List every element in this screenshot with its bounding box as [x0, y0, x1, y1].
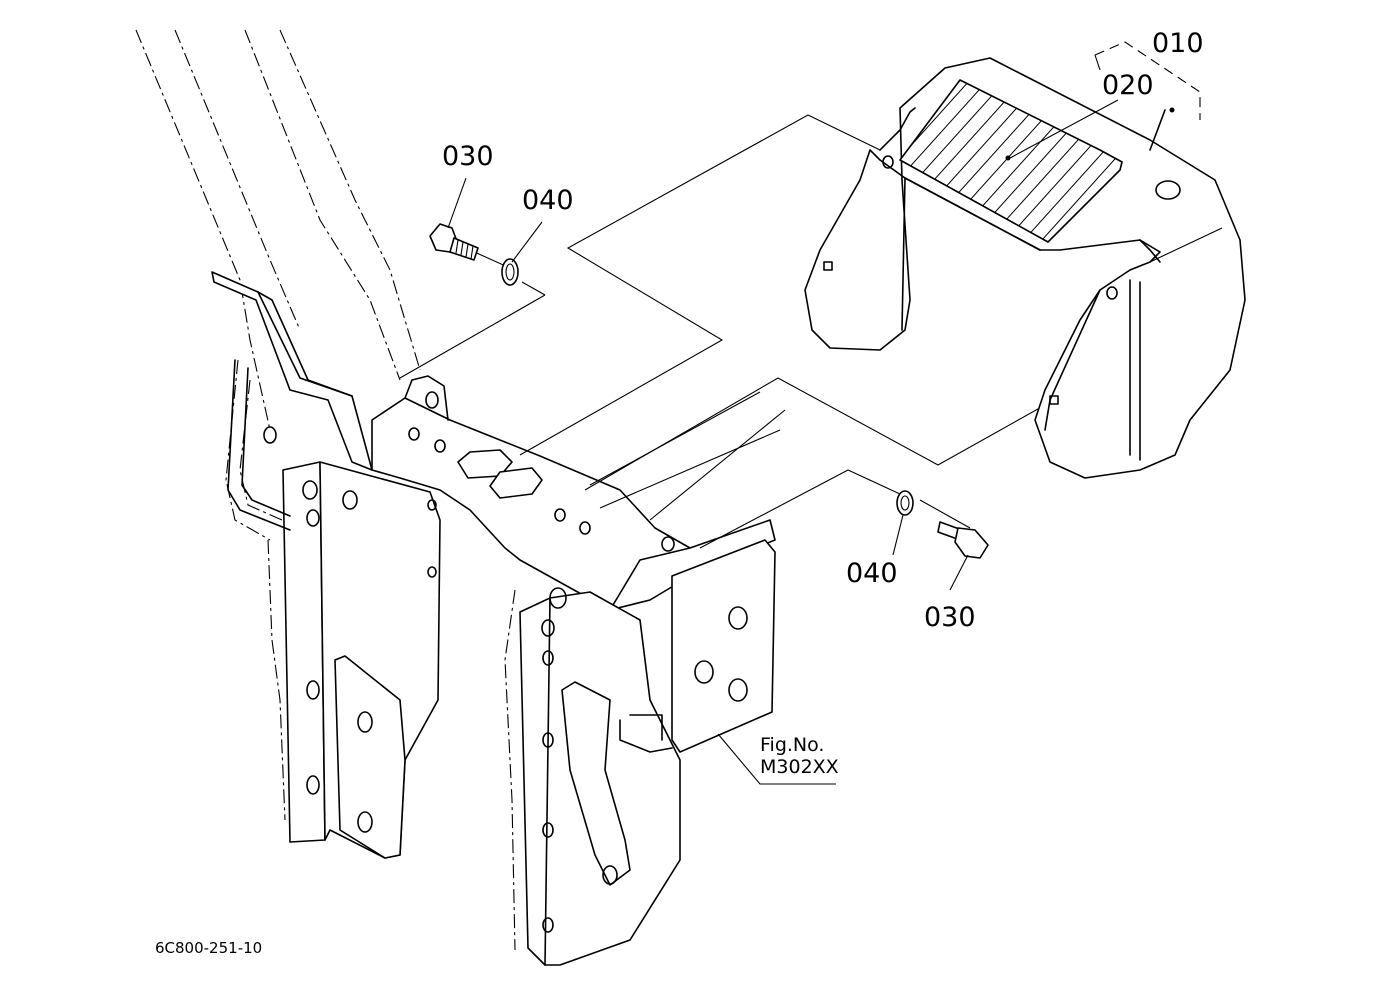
hatch-line: [1023, 80, 1122, 242]
callout-030-bottom: 030: [924, 602, 976, 633]
hatch-line: [1258, 60, 1380, 260]
callout-leaders: [447, 99, 1175, 785]
bolt-030-top: [429, 223, 479, 261]
main-bracket: [211, 271, 786, 611]
washer-040-bottom: [896, 490, 914, 516]
washer-040-top: [501, 258, 519, 286]
figure-reference-line1: Fig.No.: [760, 734, 825, 756]
right-pad-plate: [619, 539, 776, 753]
hatch-line: [1222, 60, 1380, 260]
figure-reference: Fig.No. M302XX: [760, 734, 839, 779]
center-side-plate: [519, 587, 681, 966]
drawing-number: 6C800-251-10: [155, 939, 263, 957]
callout-040-top: 040: [522, 185, 574, 216]
callout-030-top: 030: [442, 141, 494, 172]
callout-020: 020: [1102, 70, 1154, 101]
hatch-line: [900, 80, 989, 242]
hand-rail: [227, 359, 291, 531]
bolt-030-bottom: [937, 521, 989, 559]
hatch-line: [1240, 60, 1380, 260]
callout-010: 010: [1152, 28, 1204, 59]
hatch-line: [1005, 80, 1122, 242]
callout-040-bottom: 040: [846, 558, 898, 589]
hatch-line: [900, 80, 1007, 242]
part-010-bracket: [1094, 41, 1201, 120]
left-side-plate: [263, 426, 441, 859]
figure-reference-line2: M302XX: [760, 755, 839, 778]
